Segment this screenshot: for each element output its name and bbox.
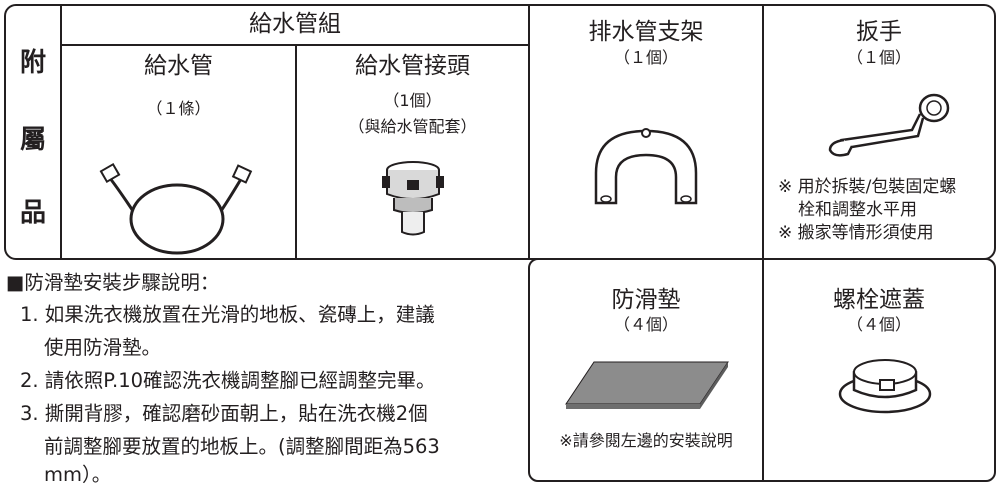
drain-bracket-illustration	[594, 128, 698, 205]
water-supply-set-title: 給水管組	[249, 11, 341, 37]
anti-slip-pad-name: 防滑墊	[611, 287, 681, 313]
section-label-2: 屬	[19, 125, 46, 155]
divider	[60, 4, 62, 260]
divider	[295, 44, 297, 260]
wrench-cell	[762, 4, 996, 260]
instruction-line-2: 使用防滑墊。	[44, 336, 162, 359]
anti-slip-pad-illustration	[565, 361, 729, 409]
wrench-illustration	[828, 93, 950, 157]
instruction-line-5: 前調整腳要放置的地板上。(調整腳間距為563	[44, 435, 440, 458]
hose-connector-illustration	[382, 161, 444, 236]
section-label-1: 附	[19, 48, 46, 78]
section-label-3: 品	[19, 198, 46, 228]
connector-note: （與給水管配套）	[348, 117, 477, 136]
wrench-note-2: 栓和調整水平用	[798, 200, 917, 220]
accessories-table	[4, 4, 530, 260]
instruction-line-6: mm）。	[44, 463, 112, 486]
connector-name: 給水管接頭	[355, 53, 470, 79]
wrench-name: 扳手	[856, 19, 902, 45]
water-hose-illustration	[99, 162, 253, 255]
bolt-cover-illustration	[838, 359, 932, 414]
drain-bracket-qty: （１個）	[613, 48, 678, 67]
instruction-line-4: 3. 撕開背膠，確認磨砂面朝上，貼在洗衣機2個	[20, 402, 428, 425]
anti-slip-pad-note: ※請參閱左邊的安裝說明	[559, 431, 733, 450]
instruction-line-1: 1. 如果洗衣機放置在光滑的地板、瓷磚上，建議	[20, 303, 435, 326]
hose-qty: （１條）	[146, 99, 211, 118]
anti-slip-pad-qty: （４個）	[613, 315, 678, 334]
connector-qty: （1個）	[383, 91, 442, 110]
hose-name: 給水管	[144, 53, 213, 79]
bolt-cover-name: 螺栓遮蓋	[833, 287, 925, 313]
drain-bracket-name: 排水管支架	[588, 19, 704, 45]
instruction-line-3: 2. 請依照P.10確認洗衣機調整腳已經調整完畢。	[20, 369, 436, 392]
wrench-note-3: ※ 搬家等情形須使用	[778, 223, 934, 243]
wrench-qty: （１個）	[846, 48, 911, 67]
wrench-note-1: ※ 用於拆裝/包裝固定螺	[778, 177, 957, 197]
wrench-notes: ※ 用於拆裝/包裝固定螺 栓和調整水平用 ※ 搬家等情形須使用	[778, 176, 956, 245]
bolt-cover-qty: （４個）	[846, 315, 911, 334]
instructions-heading: ■防滑墊安裝步驟說明：	[6, 271, 220, 294]
